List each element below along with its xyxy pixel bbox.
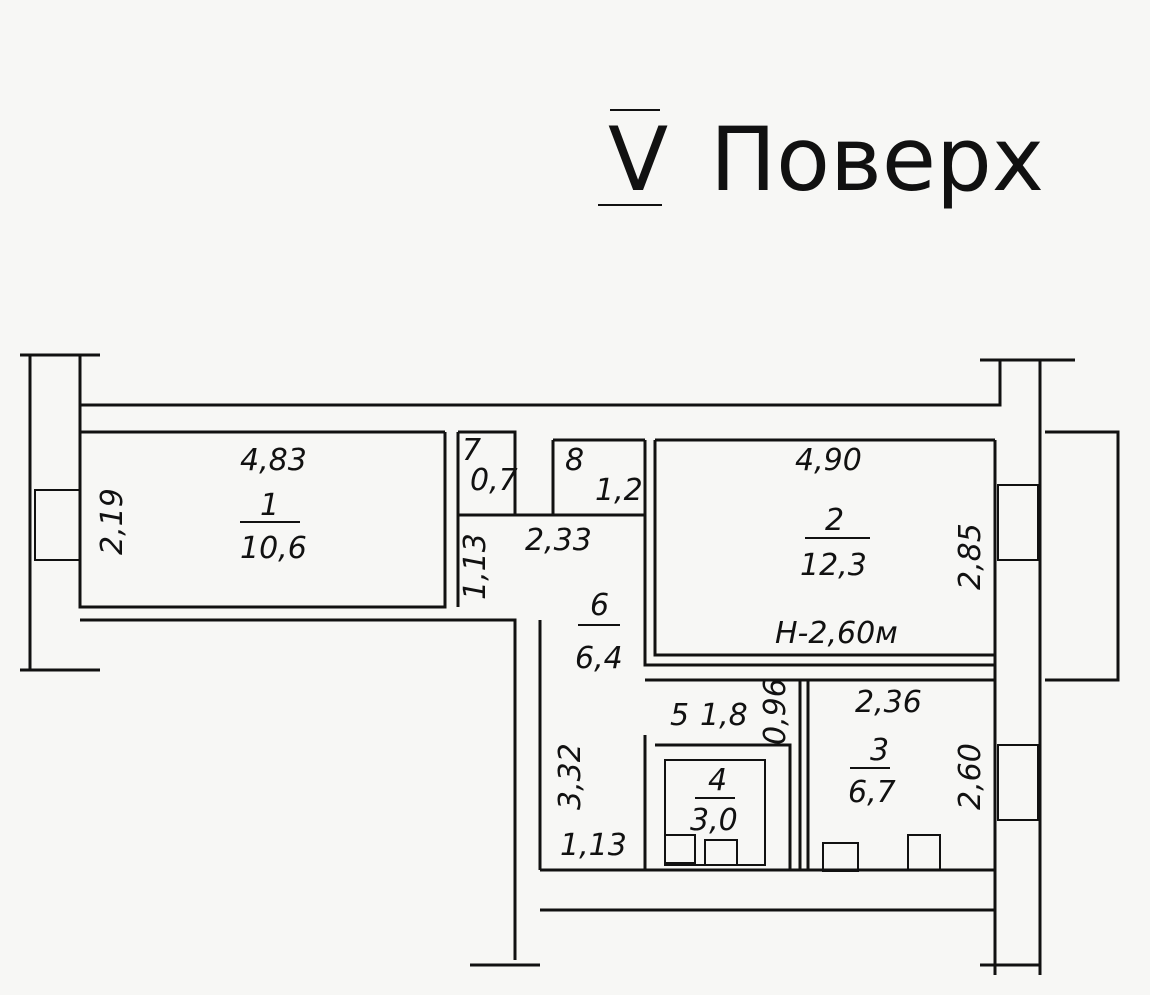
room-8-area: 1,2 — [595, 473, 643, 508]
room-1-width: 2,19 — [95, 488, 130, 555]
room-2-height: Н-2,60м — [775, 616, 898, 651]
room-5-width: 0,96 — [758, 678, 793, 745]
room-3-width: 2,60 — [953, 743, 988, 810]
room-6-width-bottom: 1,13 — [560, 828, 627, 863]
room-3-number: 3 — [870, 733, 889, 768]
room-5-area: 1,8 — [700, 698, 748, 733]
room-2-length: 4,90 — [795, 443, 862, 478]
window-room-2 — [997, 484, 1039, 561]
walls — [20, 353, 1120, 975]
room-3-length: 2,36 — [855, 685, 922, 720]
room-7-area: 0,7 — [470, 463, 518, 498]
room-4-number: 4 — [708, 763, 727, 798]
room-8-number: 8 — [565, 443, 584, 478]
room-2-number: 2 — [825, 503, 844, 538]
room-6-area: 6,4 — [575, 641, 623, 676]
floor-title: V Поверх — [598, 108, 1044, 211]
room-1-area: 10,6 — [240, 531, 307, 566]
floor-numeral: V — [608, 108, 668, 211]
room-6-width-top: 2,33 — [525, 523, 592, 558]
window-room-1 — [34, 489, 81, 561]
kitchen-sink — [822, 842, 859, 872]
room-4-area: 3,0 — [690, 803, 738, 838]
room-1-length: 4,83 — [240, 443, 307, 478]
room-3-area: 6,7 — [848, 775, 896, 810]
room-5-number: 5 — [670, 698, 689, 733]
window-room-3 — [997, 744, 1039, 821]
room-6-number: 6 — [590, 588, 609, 623]
toilet — [664, 834, 696, 864]
floor-word: Поверх — [710, 108, 1044, 211]
sink — [704, 839, 738, 866]
room-1-number: 1 — [260, 488, 279, 523]
room-labels: 4,83 1 10,6 2,19 7 0,7 8 1,2 2,33 1,13 6… — [95, 433, 988, 863]
room-6-width-side: 1,13 — [458, 533, 493, 600]
stove — [907, 834, 941, 871]
room-2-area: 12,3 — [800, 548, 867, 583]
room-6-length: 3,32 — [553, 743, 588, 810]
room-7-number: 7 — [462, 433, 481, 468]
room-2-width: 2,85 — [953, 523, 988, 590]
